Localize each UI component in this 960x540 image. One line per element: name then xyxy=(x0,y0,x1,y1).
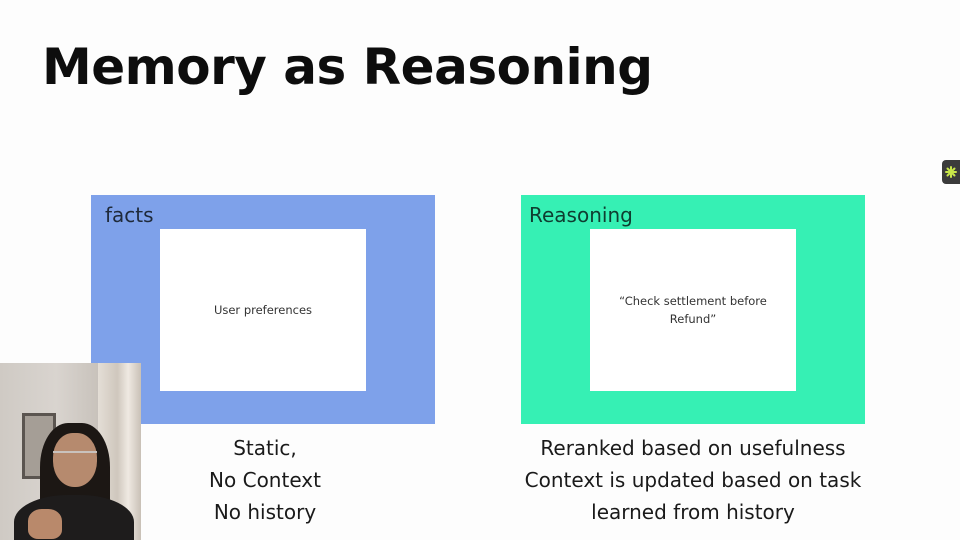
side-widget-button[interactable] xyxy=(942,160,960,184)
reasoning-caption-line: Context is updated based on task xyxy=(524,468,862,492)
reasoning-panel-label: Reasoning xyxy=(529,203,633,227)
reasoning-caption: Reranked based on usefulness Context is … xyxy=(493,432,893,528)
reasoning-caption-line: learned from history xyxy=(591,500,795,524)
presenter-webcam xyxy=(0,363,141,540)
reasoning-inner-text: “Check settlement before Refund” xyxy=(619,294,767,326)
presenter-glasses xyxy=(53,451,97,465)
facts-caption-line: No Context xyxy=(209,468,321,492)
presenter-face xyxy=(53,433,97,487)
facts-caption-line: Static, xyxy=(233,436,297,460)
reasoning-inner-box: “Check settlement before Refund” xyxy=(590,229,796,391)
facts-panel: facts User preferences xyxy=(91,195,435,424)
facts-inner-box: User preferences xyxy=(160,229,366,391)
reasoning-panel: Reasoning “Check settlement before Refun… xyxy=(521,195,865,424)
facts-caption-line: No history xyxy=(213,500,317,524)
slide-title: Memory as Reasoning xyxy=(42,38,653,96)
reasoning-caption-line: Reranked based on usefulness xyxy=(540,436,846,460)
asterisk-icon xyxy=(945,166,957,178)
facts-caption: Static, No Context No history xyxy=(160,432,370,528)
facts-panel-label: facts xyxy=(105,203,154,227)
facts-inner-text: User preferences xyxy=(213,303,313,317)
presenter-hand xyxy=(28,509,62,539)
